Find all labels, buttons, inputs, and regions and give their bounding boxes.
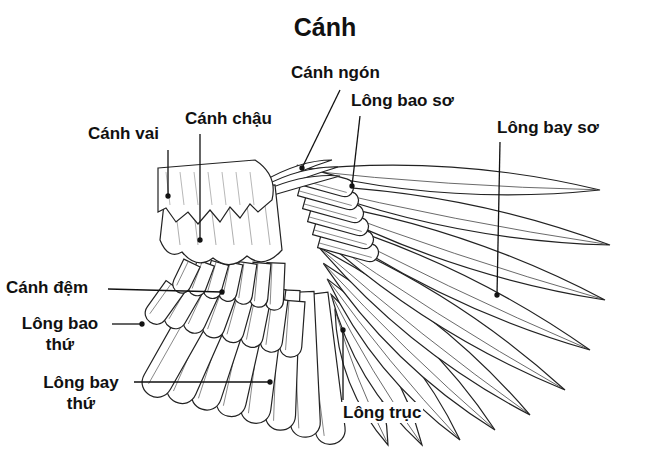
leader-dot bbox=[198, 238, 202, 242]
leader-line bbox=[134, 381, 270, 382]
wing-drawing bbox=[142, 160, 610, 445]
feather-hatch bbox=[208, 172, 212, 205]
leader-line bbox=[352, 116, 360, 186]
part-label: Lông bay thứ bbox=[28, 372, 134, 414]
part-label: Lông bao sơ bbox=[349, 90, 456, 111]
leader-dot bbox=[268, 380, 272, 384]
part-label: Lông bay sơ bbox=[495, 117, 601, 138]
leader-dot bbox=[495, 293, 499, 297]
feather-hatch bbox=[247, 205, 252, 245]
part-label: Cánh ngón bbox=[289, 62, 382, 83]
alula-feather bbox=[266, 176, 340, 196]
leader-dot bbox=[140, 322, 144, 326]
median-covert bbox=[173, 259, 200, 293]
scapular-feathers bbox=[158, 160, 273, 224]
leader-line bbox=[199, 134, 200, 240]
leader-line bbox=[167, 150, 168, 196]
feather-hatch bbox=[265, 205, 270, 245]
leader-line bbox=[497, 142, 500, 295]
leader-line bbox=[302, 90, 340, 168]
feather-hatch bbox=[250, 172, 254, 205]
part-label: Cánh đệm bbox=[4, 277, 90, 298]
leader-line bbox=[112, 323, 142, 324]
part-label: Cánh chậu bbox=[183, 108, 274, 129]
feather-hatch bbox=[180, 172, 184, 205]
leader-dot bbox=[166, 194, 170, 198]
leader-dot bbox=[350, 184, 354, 188]
feather-barb bbox=[150, 284, 171, 314]
feather-hatch bbox=[222, 172, 226, 205]
leader-dot bbox=[220, 290, 224, 294]
feather-hatch bbox=[194, 172, 198, 205]
leader-dot bbox=[300, 166, 304, 170]
part-label: Cánh vai bbox=[86, 123, 161, 144]
diagram-title: Cánh bbox=[0, 12, 650, 42]
leader-dot bbox=[341, 328, 345, 332]
leader-line bbox=[342, 330, 343, 400]
part-label: Lông bao thứ bbox=[10, 313, 110, 355]
leader-line bbox=[108, 289, 222, 292]
feather-barb bbox=[177, 261, 189, 285]
leader-lines bbox=[108, 90, 500, 400]
feather-hatch bbox=[236, 172, 240, 205]
part-label: Lông trục bbox=[341, 402, 423, 423]
